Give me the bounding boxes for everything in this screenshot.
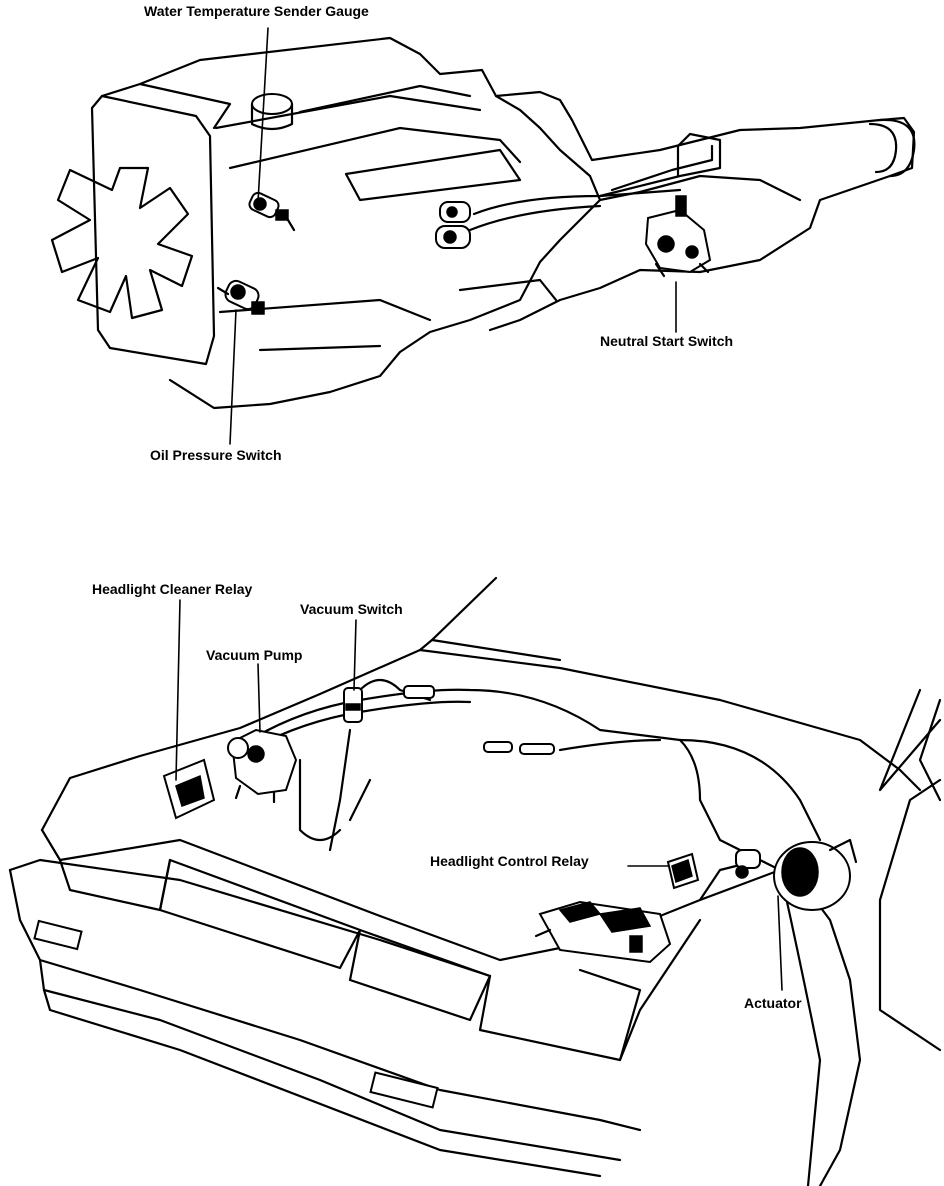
oil-pressure-switch-part [216, 279, 265, 315]
label-actuator: Actuator [744, 995, 802, 1011]
neutral-start-switch-part [644, 195, 712, 278]
vacuum-pump-part [227, 728, 298, 804]
front-bumper [8, 868, 642, 1132]
fog-lamp-right [369, 1071, 439, 1109]
label-headlight-control-relay: Headlight Control Relay [430, 853, 589, 869]
headlight-right [348, 928, 492, 1022]
headlight-left [58, 858, 172, 912]
headlight-cleaner-relay-part [162, 758, 216, 820]
label-water-temperature-sender-gauge: Water Temperature Sender Gauge [144, 3, 369, 19]
radiator-fan [50, 166, 194, 320]
harness-connector-b [519, 743, 555, 755]
label-neutral-start-switch: Neutral Start Switch [600, 333, 733, 349]
label-oil-pressure-switch: Oil Pressure Switch [150, 447, 282, 463]
vehicle-front-illustration [8, 576, 942, 1186]
actuator-part [735, 838, 858, 911]
label-headlight-cleaner-relay: Headlight Cleaner Relay [92, 581, 252, 597]
fog-lamp-left [33, 919, 83, 951]
label-vacuum-pump: Vacuum Pump [206, 647, 302, 663]
harness-connector-c [403, 685, 435, 699]
harness-connector-a [483, 741, 513, 753]
fender [698, 858, 862, 1186]
engine-leader-lines [229, 27, 677, 445]
vehicle-leader-lines [175, 599, 783, 991]
engine-transmission-illustration [50, 36, 916, 410]
headlight-control-relay-part [666, 852, 700, 890]
label-vacuum-switch: Vacuum Switch [300, 601, 403, 617]
water-temperature-sender [248, 191, 296, 232]
vacuum-switch-part [343, 687, 363, 723]
relay-box [534, 900, 672, 964]
oil-filler-cap [251, 93, 293, 115]
radiator [90, 94, 216, 366]
